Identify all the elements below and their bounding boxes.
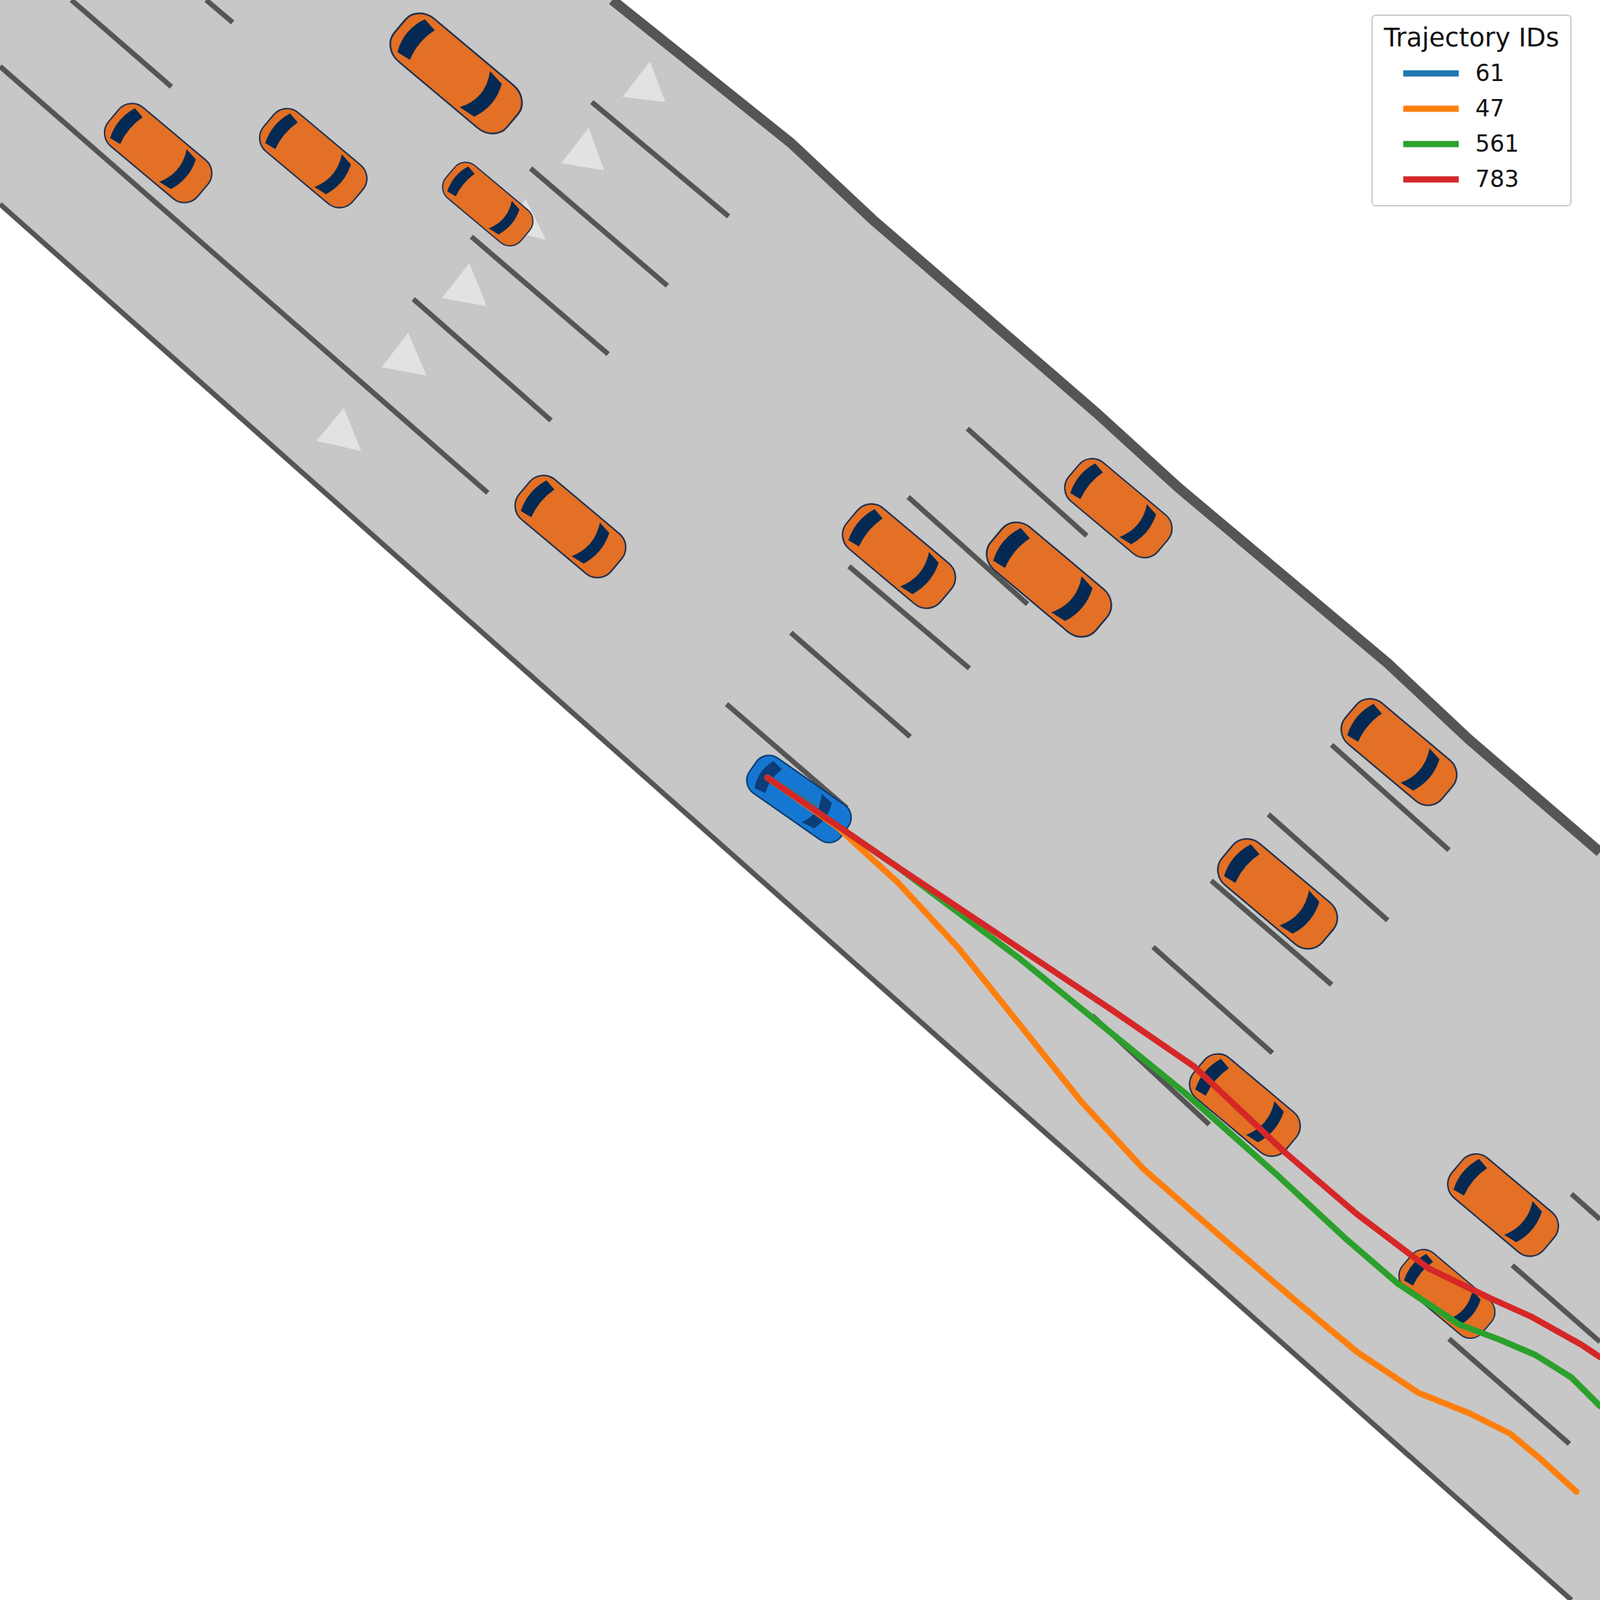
road-edge	[0, 204, 1572, 1600]
legend-entry: 47	[1383, 90, 1560, 127]
legend-entry: 61	[1383, 55, 1560, 91]
legend-line-sample	[1403, 104, 1459, 113]
lane-markings	[0, 0, 1600, 1445]
legend-line-sample	[1403, 69, 1459, 78]
trajectories	[767, 777, 1600, 1492]
legend-entry: 783	[1383, 161, 1560, 197]
legend-line-sample	[1403, 175, 1459, 184]
vehicles	[97, 4, 1567, 1345]
legend-label: 61	[1475, 59, 1505, 87]
legend-label: 783	[1475, 165, 1519, 193]
legend-line-sample	[1403, 139, 1459, 149]
legend-entry: 561	[1383, 126, 1560, 162]
road-edge	[612, 0, 1600, 852]
legend-box: Trajectory IDs 61 47 561 783	[1371, 14, 1572, 207]
legend-label: 561	[1475, 130, 1519, 158]
legend-title: Trajectory IDs	[1383, 22, 1560, 53]
legend-label: 47	[1475, 94, 1505, 122]
